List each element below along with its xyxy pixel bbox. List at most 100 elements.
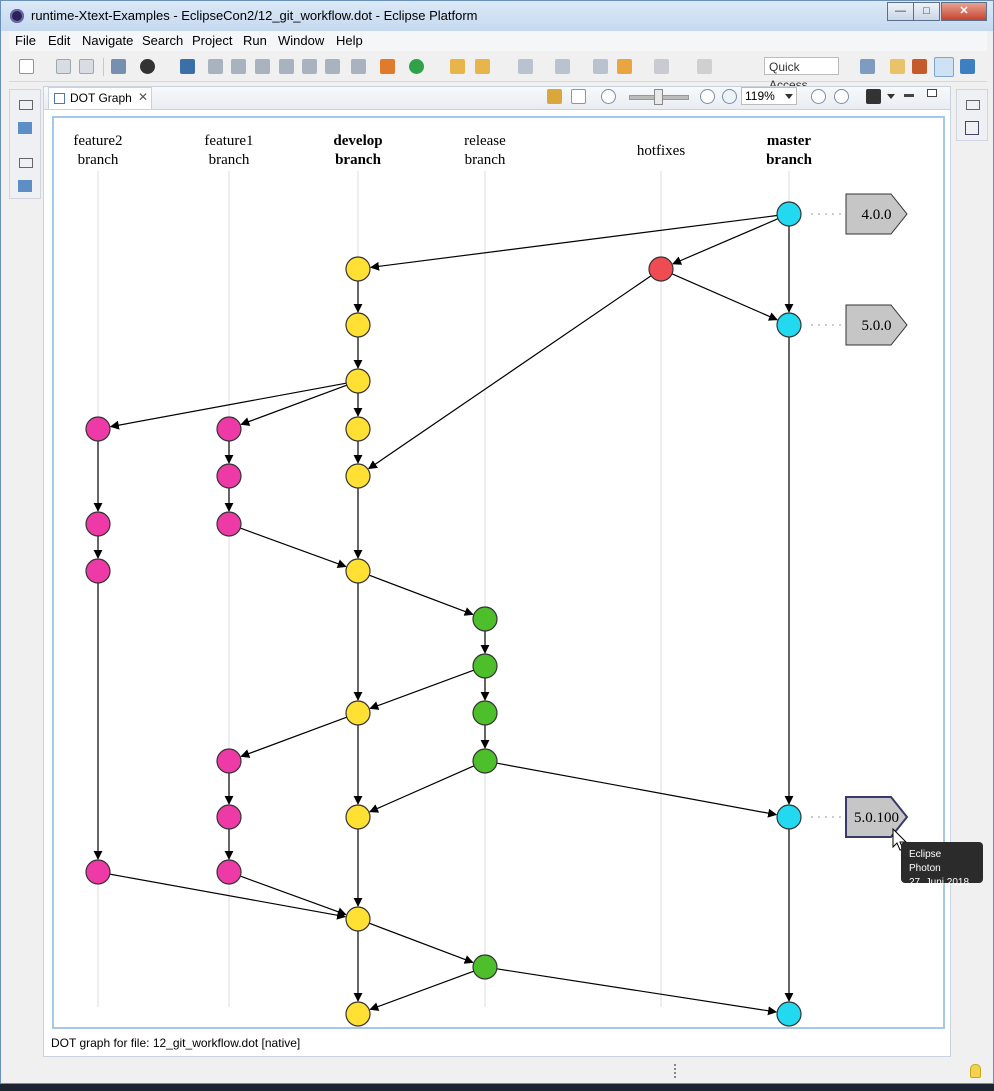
git-perspective-icon[interactable] xyxy=(912,59,927,74)
zoom-slider[interactable] xyxy=(629,87,689,105)
maximize-view-icon[interactable] xyxy=(927,89,937,97)
debug-tree-icon[interactable] xyxy=(325,59,340,74)
commit-node-feature[interactable] xyxy=(216,511,242,537)
next-annotation-icon[interactable] xyxy=(518,59,533,74)
export-icon[interactable] xyxy=(571,89,586,104)
external-tools-icon[interactable] xyxy=(380,59,395,74)
publish-icon[interactable] xyxy=(111,59,126,74)
commit-node-develop[interactable] xyxy=(345,700,371,726)
commit-node-release[interactable] xyxy=(472,954,498,980)
commit-edge xyxy=(109,873,347,920)
commit-node-feature[interactable] xyxy=(85,511,111,537)
run-icon[interactable] xyxy=(409,59,424,74)
commit-node-feature[interactable] xyxy=(85,859,111,885)
zoom-in-icon[interactable] xyxy=(700,89,715,104)
title-bar[interactable]: runtime-Xtext-Examples - EclipseCon2/12_… xyxy=(1,1,993,31)
layout-icon[interactable] xyxy=(866,89,881,104)
profile-icon[interactable] xyxy=(140,59,155,74)
commit-node-develop[interactable] xyxy=(345,256,371,282)
commit-node-develop[interactable] xyxy=(345,368,371,394)
outline-icon[interactable] xyxy=(18,122,32,134)
menu-search[interactable]: Search xyxy=(142,33,184,48)
view-menu-chevron-icon[interactable] xyxy=(887,94,895,99)
new-icon[interactable] xyxy=(19,59,34,74)
commit-node-develop[interactable] xyxy=(345,312,371,338)
menu-edit[interactable]: Edit xyxy=(48,33,71,48)
version-tag-shape[interactable] xyxy=(845,796,909,838)
commit-node-develop[interactable] xyxy=(345,1001,371,1027)
step-into-icon[interactable] xyxy=(208,59,223,74)
menu-project[interactable]: Project xyxy=(192,33,233,48)
sync-icon[interactable] xyxy=(547,89,562,104)
restore-icon[interactable] xyxy=(19,100,33,110)
commit-node-develop[interactable] xyxy=(345,416,371,442)
use-step-filters-icon[interactable] xyxy=(302,59,317,74)
console-icon[interactable] xyxy=(180,59,195,74)
lightbulb-icon[interactable] xyxy=(970,1064,981,1078)
view-icon[interactable] xyxy=(965,121,979,135)
save-all-icon[interactable] xyxy=(79,59,94,74)
commit-node-feature[interactable] xyxy=(216,416,242,442)
commit-node-release[interactable] xyxy=(472,700,498,726)
commit-node-release[interactable] xyxy=(472,748,498,774)
minimize-view-icon[interactable] xyxy=(904,94,914,97)
commit-node-feature[interactable] xyxy=(85,416,111,442)
last-edit-icon[interactable] xyxy=(593,59,608,74)
commit-node-feature[interactable] xyxy=(85,558,111,584)
commit-node-feature[interactable] xyxy=(216,748,242,774)
back-icon[interactable] xyxy=(617,59,632,74)
save-icon[interactable] xyxy=(56,59,71,74)
drop-to-frame-icon[interactable] xyxy=(279,59,294,74)
zoom-out-icon[interactable] xyxy=(601,89,616,104)
commit-node-release[interactable] xyxy=(472,653,498,679)
commit-node-feature[interactable] xyxy=(216,463,242,489)
maximize-button[interactable]: □ xyxy=(913,2,940,21)
tab-dot-graph[interactable]: DOT Graph ✕ xyxy=(48,87,152,109)
step-return-icon[interactable] xyxy=(255,59,270,74)
restore-icon[interactable] xyxy=(966,100,980,110)
resource-perspective-icon[interactable] xyxy=(890,59,905,74)
commit-node-master[interactable] xyxy=(776,201,802,227)
grid-icon[interactable] xyxy=(351,59,366,74)
open-perspective-icon[interactable] xyxy=(860,59,875,74)
menu-window[interactable]: Window xyxy=(278,33,325,48)
menu-run[interactable]: Run xyxy=(243,33,267,48)
minimize-button[interactable]: — xyxy=(887,2,914,21)
commit-node-master[interactable] xyxy=(776,312,802,338)
step-over-icon[interactable] xyxy=(231,59,246,74)
commit-node-develop[interactable] xyxy=(345,463,371,489)
dot-graph-view: DOT Graph ✕ 119% xyxy=(43,86,951,1057)
commit-node-hotfix[interactable] xyxy=(648,256,674,282)
menu-help[interactable]: Help xyxy=(336,33,363,48)
zoom-slider-thumb[interactable] xyxy=(654,89,663,105)
commit-node-release[interactable] xyxy=(472,606,498,632)
previous-annotation-icon[interactable] xyxy=(555,59,570,74)
fit-width-icon[interactable] xyxy=(834,89,849,104)
zoom-select[interactable]: 119% xyxy=(741,87,797,105)
properties-icon[interactable] xyxy=(18,180,32,192)
version-tag-shape[interactable] xyxy=(845,193,908,235)
commit-node-develop[interactable] xyxy=(345,906,371,932)
quick-access-field[interactable]: Quick Access xyxy=(764,57,839,92)
zoom-reset-icon[interactable] xyxy=(722,89,737,104)
close-button[interactable]: ✕ xyxy=(941,2,987,21)
menu-file[interactable]: File xyxy=(15,33,36,48)
commit-node-develop[interactable] xyxy=(345,804,371,830)
fit-page-icon[interactable] xyxy=(811,89,826,104)
restore-icon[interactable] xyxy=(19,158,33,168)
menu-navigate[interactable]: Navigate xyxy=(82,33,134,48)
commit-node-feature[interactable] xyxy=(216,859,242,885)
pen-icon[interactable] xyxy=(697,59,712,74)
modeling-perspective-icon[interactable] xyxy=(934,57,954,77)
forward-icon[interactable] xyxy=(654,59,669,74)
commit-node-develop[interactable] xyxy=(345,558,371,584)
version-tag-shape[interactable] xyxy=(845,304,908,346)
close-tab-icon[interactable]: ✕ xyxy=(138,90,149,104)
commit-node-master[interactable] xyxy=(776,804,802,830)
debug-perspective-icon[interactable] xyxy=(960,59,975,74)
pin-icon[interactable] xyxy=(475,59,490,74)
open-folder-icon[interactable] xyxy=(450,59,465,74)
commit-node-feature[interactable] xyxy=(216,804,242,830)
commit-node-master[interactable] xyxy=(776,1001,802,1027)
